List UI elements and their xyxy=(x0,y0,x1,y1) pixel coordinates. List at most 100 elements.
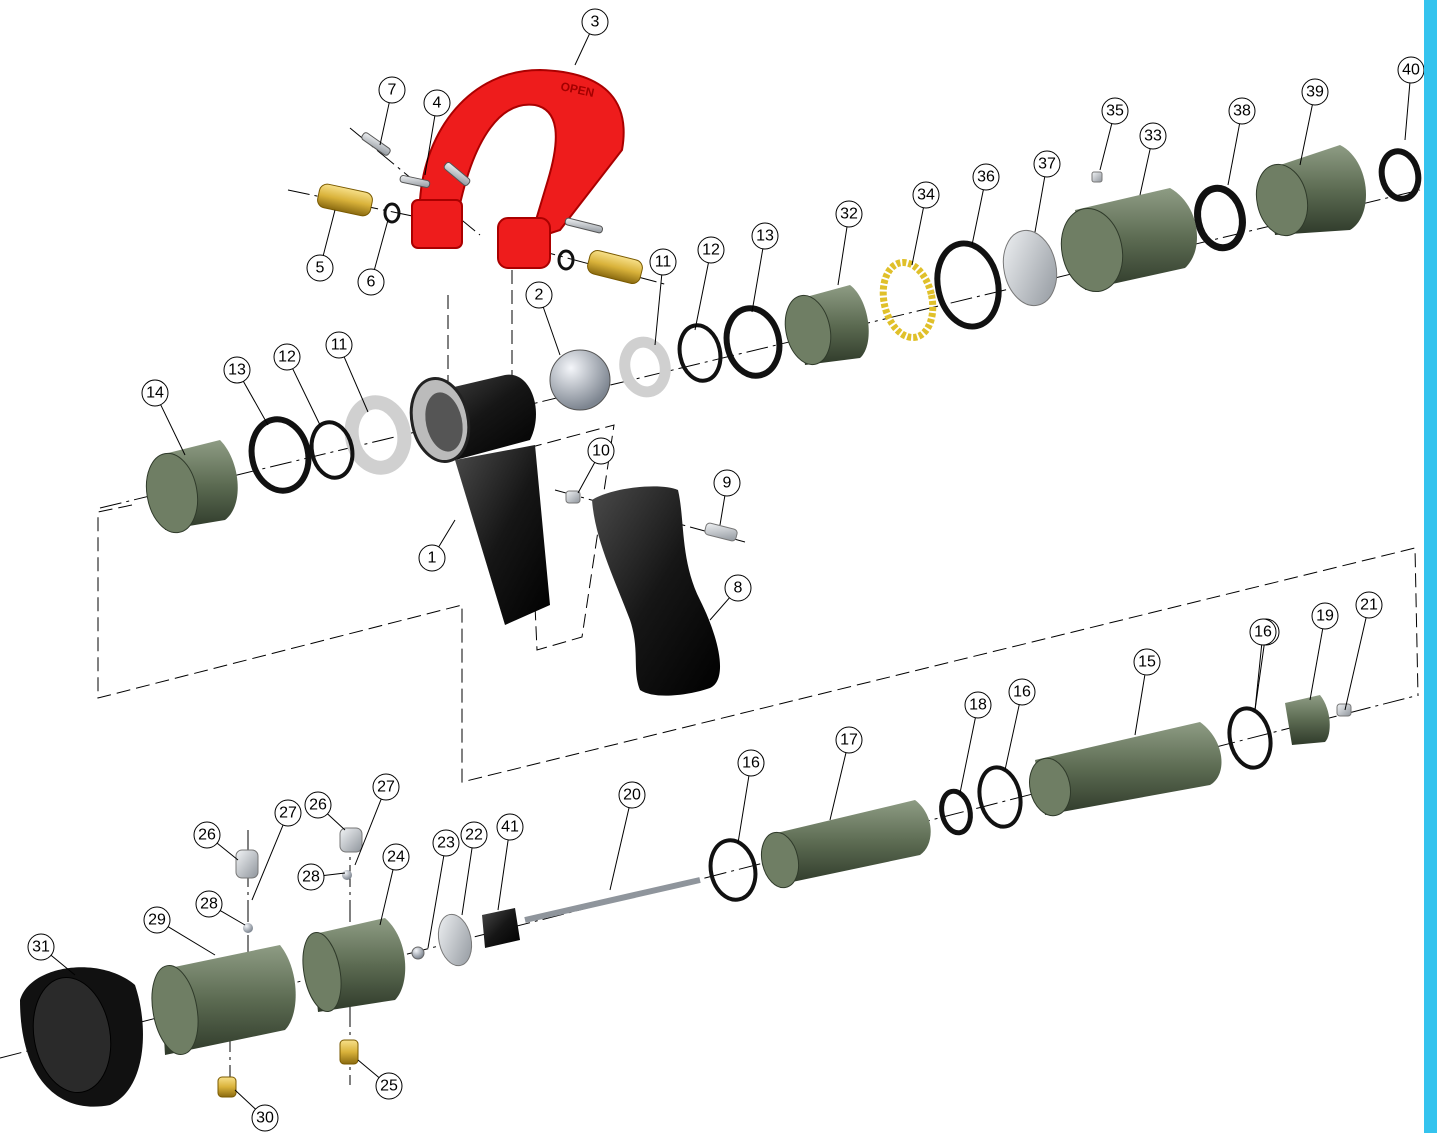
callout-number: 27 xyxy=(279,805,297,822)
callout-circle xyxy=(274,799,302,827)
callout-circle xyxy=(375,1072,403,1100)
upper-seals xyxy=(248,148,1422,494)
callout-16: 16 xyxy=(1249,618,1277,646)
callout-1: 1 xyxy=(418,544,446,572)
leader-line-3 xyxy=(574,33,590,66)
callout-25: 25 xyxy=(375,1072,403,1100)
callout-circle xyxy=(835,726,863,754)
leader-line-28 xyxy=(219,910,246,926)
right-edge-bar xyxy=(1424,0,1437,1133)
callout-circle xyxy=(1301,78,1329,106)
callout-circle xyxy=(251,1104,279,1132)
callout-number: 32 xyxy=(840,206,858,223)
callout-number: 12 xyxy=(278,349,296,366)
callout-circle xyxy=(223,356,251,384)
callout-14: 14 xyxy=(141,379,169,407)
leader-line-34 xyxy=(911,207,924,266)
leader-line-26 xyxy=(327,813,346,831)
handle-lettering: OPEN xyxy=(559,79,595,100)
leader-line-29 xyxy=(167,926,216,956)
callout-circle xyxy=(587,437,615,465)
callout-28: 28 xyxy=(297,863,325,891)
callout-circle xyxy=(1139,122,1167,150)
callout-circle xyxy=(195,890,223,918)
leader-line-14 xyxy=(160,404,186,456)
callout-11: 11 xyxy=(325,331,353,359)
callout-circle xyxy=(1101,97,1129,125)
callout-number: 37 xyxy=(1038,156,1056,173)
callout-3: 3 xyxy=(581,8,609,36)
callout-number: 12 xyxy=(702,242,720,259)
callout-circle xyxy=(1133,648,1161,676)
callout-number: 26 xyxy=(198,827,216,844)
leader-line-9 xyxy=(719,495,726,526)
leader-line-26 xyxy=(216,842,239,861)
callout-31: 31 xyxy=(27,933,55,961)
callout-circle xyxy=(1249,618,1277,646)
callout-circle xyxy=(713,469,741,497)
callout-number: 16 xyxy=(1254,624,1272,641)
callout-circle xyxy=(496,813,524,841)
callout-27: 27 xyxy=(372,773,400,801)
callout-number: 28 xyxy=(200,896,218,913)
callout-number: 34 xyxy=(917,187,935,204)
callout-circle xyxy=(27,933,55,961)
callout-number: 8 xyxy=(734,580,743,597)
callout-26: 26 xyxy=(193,821,221,849)
callout-circle xyxy=(964,691,992,719)
callout-circle xyxy=(273,343,301,371)
callout-28: 28 xyxy=(195,890,223,918)
callout-26: 26 xyxy=(304,791,332,819)
callout-16: 16 xyxy=(1008,678,1036,706)
callout-number: 11 xyxy=(331,337,348,354)
leader-line-16 xyxy=(1004,704,1020,771)
leader-line-16 xyxy=(1254,644,1263,711)
callout-number: 13 xyxy=(756,228,774,245)
callout-23: 23 xyxy=(432,829,460,857)
callout-12: 12 xyxy=(697,236,725,264)
callout-number: 23 xyxy=(437,835,455,852)
callout-circle xyxy=(1311,602,1339,630)
callout-13: 13 xyxy=(223,356,251,384)
callout-circle xyxy=(737,749,765,777)
callout-27: 27 xyxy=(274,799,302,827)
callout-4: 4 xyxy=(423,89,451,117)
lower-parts xyxy=(20,171,1352,1107)
callout-35: 35 xyxy=(1101,97,1129,125)
callout-circle xyxy=(382,843,410,871)
callout-circle xyxy=(325,331,353,359)
callout-circle xyxy=(649,248,677,276)
callout-22: 22 xyxy=(460,821,488,849)
callout-number: 18 xyxy=(969,697,987,714)
leader-line-37 xyxy=(1034,176,1046,233)
leader-line-33 xyxy=(1139,148,1151,196)
callout-11: 11 xyxy=(649,248,677,276)
callout-number: 39 xyxy=(1306,84,1324,101)
leader-line-13 xyxy=(751,248,764,313)
callout-circle xyxy=(357,268,385,296)
callout-7: 7 xyxy=(378,76,406,104)
leader-lines xyxy=(50,33,1411,1110)
callout-circle xyxy=(581,8,609,36)
callout-15: 15 xyxy=(1133,648,1161,676)
callout-number: 15 xyxy=(1138,654,1156,671)
callout-number: 29 xyxy=(148,912,166,929)
callout-number: 16 xyxy=(1013,684,1031,701)
callout-17: 17 xyxy=(835,726,863,754)
leader-line-18 xyxy=(959,717,976,794)
callout-circle xyxy=(724,574,752,602)
callout-circle xyxy=(423,89,451,117)
callout-number: 25 xyxy=(380,1078,398,1095)
callout-circle xyxy=(297,863,325,891)
leader-line-27 xyxy=(251,824,284,901)
leader-line-17 xyxy=(829,752,847,821)
callout-number: 5 xyxy=(316,260,325,277)
leader-line-27 xyxy=(354,798,382,866)
callout-number: 13 xyxy=(228,362,246,379)
callout-38: 38 xyxy=(1228,97,1256,125)
leader-line-8 xyxy=(709,597,730,621)
callout-circle xyxy=(141,379,169,407)
callout-number: 35 xyxy=(1106,103,1124,120)
callout-circle xyxy=(378,76,406,104)
